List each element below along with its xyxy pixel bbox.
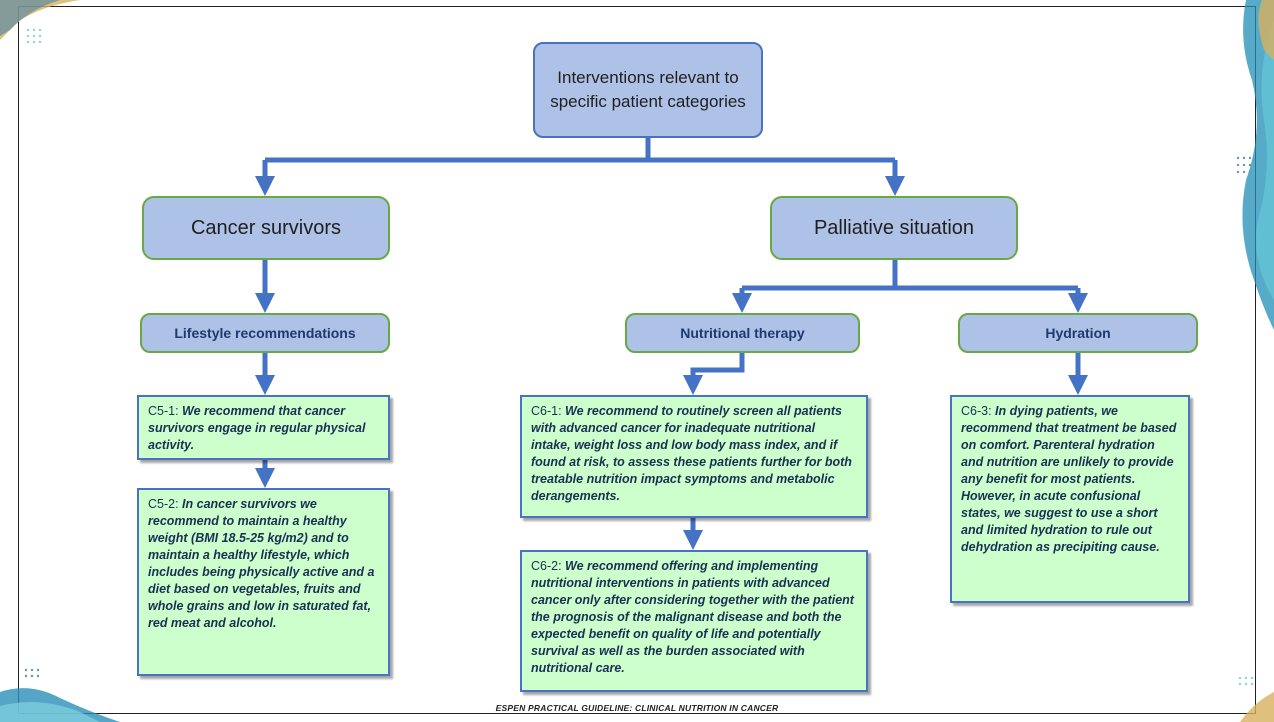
palliative-situation-label: Palliative situation (813, 216, 975, 239)
nutritional-therapy-node: Nutritional therapy (625, 313, 860, 353)
recommendation-code: C6-1: (531, 404, 566, 418)
nutritional-therapy-label: Nutritional therapy (680, 325, 805, 341)
hydration-node: Hydration (958, 313, 1198, 353)
recommendation-c5-2: C5-2: In cancer survivors we recommend t… (137, 488, 390, 676)
footer-citation: ESPEN PRACTICAL GUIDELINE: CLINICAL NUTR… (495, 703, 779, 713)
cancer-survivors-label: Cancer survivors (190, 216, 342, 239)
recommendation-text: In cancer survivors we recommend to main… (148, 497, 375, 630)
lifestyle-recommendations-node: Lifestyle recommendations (140, 313, 390, 353)
hydration-label: Hydration (1045, 325, 1111, 341)
recommendation-code: C5-2: (148, 497, 183, 511)
recommendation-code: C6-3: (961, 404, 996, 418)
recommendation-text: We recommend that cancer survivors engag… (148, 404, 366, 452)
recommendation-text: We recommend offering and implementing n… (531, 559, 854, 675)
recommendation-c6-1: C6-1: We recommend to routinely screen a… (520, 395, 868, 518)
wave-decoration-bottom-left (0, 668, 120, 722)
wave-decoration-bottom-right (1238, 676, 1274, 722)
recommendation-c6-2: C6-2: We recommend offering and implemen… (520, 550, 868, 692)
recommendation-c5-1: C5-1: We recommend that cancer survivors… (137, 395, 390, 460)
cancer-survivors-node: Cancer survivors (142, 196, 390, 260)
recommendation-code: C6-2: (531, 559, 566, 573)
palliative-situation-node: Palliative situation (770, 196, 1018, 260)
connector-nutritional-down (683, 353, 745, 395)
lifestyle-recommendations-label: Lifestyle recommendations (174, 325, 356, 341)
corner-decoration-top-left (0, 0, 80, 44)
recommendation-code: C5-1: (148, 404, 183, 418)
recommendation-text: In dying patients, we recommend that tre… (961, 404, 1177, 554)
wave-decoration-right (1236, 0, 1274, 330)
root-node-label: Interventions relevant to specific patie… (550, 68, 746, 111)
root-node: Interventions relevant to specific patie… (533, 42, 763, 138)
recommendation-text: We recommend to routinely screen all pat… (531, 404, 852, 503)
recommendation-c6-3: C6-3: In dying patients, we recommend th… (950, 395, 1190, 603)
